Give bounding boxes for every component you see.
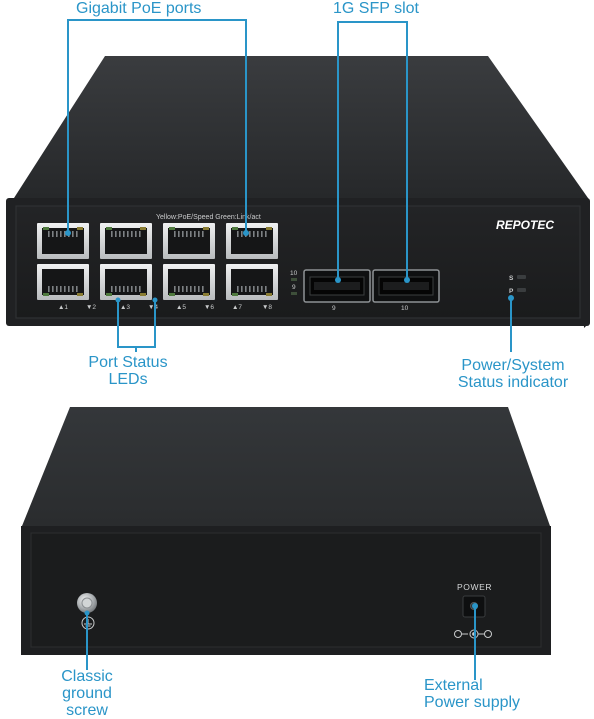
status-led-p <box>517 288 526 292</box>
port-led-yellow <box>140 227 146 230</box>
switch-front-view: ▲1 ▼2 ▲3 ▼4 ▲5 ▼6 ▲7 ▼8 9 10 Yellow:PoE/Speed Gr… <box>6 56 590 328</box>
port-label-8: ▼8 <box>262 304 272 311</box>
port-led-green <box>43 293 49 296</box>
port-led-yellow <box>77 293 83 296</box>
port-label-5: ▲5 <box>176 304 186 311</box>
port-led-green <box>43 227 49 230</box>
rj45-port-3[interactable] <box>100 223 152 259</box>
rj45-port-5[interactable] <box>163 223 215 259</box>
port-led-green <box>106 293 112 296</box>
chassis-top-surface <box>14 56 588 198</box>
callout-power-status: Power/System Status indicator <box>440 357 586 391</box>
callout-port-status-leds: Port Status LEDs <box>76 354 180 388</box>
port-label-7: ▲7 <box>232 304 242 311</box>
callout-power-status-line2: Status indicator <box>457 374 569 391</box>
rj45-port-1[interactable] <box>37 223 89 259</box>
port-label-4: ▼4 <box>148 304 158 311</box>
sfp-led-10 <box>291 278 297 281</box>
callout-ground-line1: Classic <box>61 668 113 685</box>
leader-lines <box>67 19 512 680</box>
port-label-1: ▲1 <box>58 304 68 311</box>
rj45-port-4[interactable] <box>100 264 152 300</box>
sfp-label-10: 10 <box>401 305 409 312</box>
port-led-yellow <box>266 227 272 230</box>
callout-poe-ports: Gigabit PoE ports <box>76 0 202 17</box>
status-led-label-p: P <box>509 288 514 295</box>
rj45-port-6[interactable] <box>163 264 215 300</box>
brand-logo: REPOTEC <box>496 218 554 232</box>
port-label-3: ▲3 <box>120 304 130 311</box>
rj45-port-2[interactable] <box>37 264 89 300</box>
port-label-2: ▼2 <box>86 304 96 311</box>
sfp-led-9 <box>291 292 297 295</box>
rear-panel-inset <box>30 532 542 648</box>
port-led-green <box>169 293 175 296</box>
port-led-green <box>169 227 175 230</box>
callout-ground-line2: ground <box>62 685 112 702</box>
sfp-slot-10[interactable]: 10 <box>372 269 440 312</box>
port-led-yellow <box>203 293 209 296</box>
port-led-green <box>232 293 238 296</box>
port-led-yellow <box>77 227 83 230</box>
callout-port-status-line1: Port Status <box>88 354 168 371</box>
port-led-yellow <box>266 293 272 296</box>
callout-power-supply-line2: Power supply <box>424 694 521 711</box>
switch-rear-view: POWER <box>21 407 551 655</box>
callout-power-supply: External Power supply <box>424 677 520 711</box>
sfp-led-label-10: 10 <box>290 270 298 277</box>
port-led-green <box>106 227 112 230</box>
port-led-green <box>232 227 238 230</box>
callout-ground-line3: screw <box>66 702 108 719</box>
power-label: POWER <box>457 582 492 592</box>
callout-sfp-slot: 1G SFP slot <box>333 0 419 17</box>
port-led-yellow <box>203 227 209 230</box>
leader-endpoints <box>65 230 514 616</box>
led-legend: Yellow:PoE/Speed Green:Link/act <box>156 214 261 221</box>
rj45-port-7[interactable] <box>226 223 278 259</box>
port-led-yellow <box>140 293 146 296</box>
callout-port-status-line2: LEDs <box>108 371 148 388</box>
ground-screw-head <box>81 597 93 609</box>
rear-chassis-top <box>22 407 550 526</box>
sfp-label-9: 9 <box>332 305 336 312</box>
sfp-slot-group: 9 10 <box>303 269 440 312</box>
status-led-label-s: S <box>509 275 514 282</box>
callout-ground-screw: Classic ground screw <box>49 668 125 719</box>
port-label-6: ▼6 <box>204 304 214 311</box>
sfp-led-label-9: 9 <box>292 284 296 291</box>
rj45-port-8[interactable] <box>226 264 278 300</box>
callout-power-status-line1: Power/System <box>461 357 565 374</box>
status-led-s <box>517 275 526 279</box>
rj45-port-group: ▲1 ▼2 ▲3 ▼4 ▲5 ▼6 ▲7 ▼8 <box>37 223 278 311</box>
callout-power-supply-line1: External <box>424 677 483 694</box>
sfp-slot-9[interactable]: 9 <box>303 269 371 312</box>
